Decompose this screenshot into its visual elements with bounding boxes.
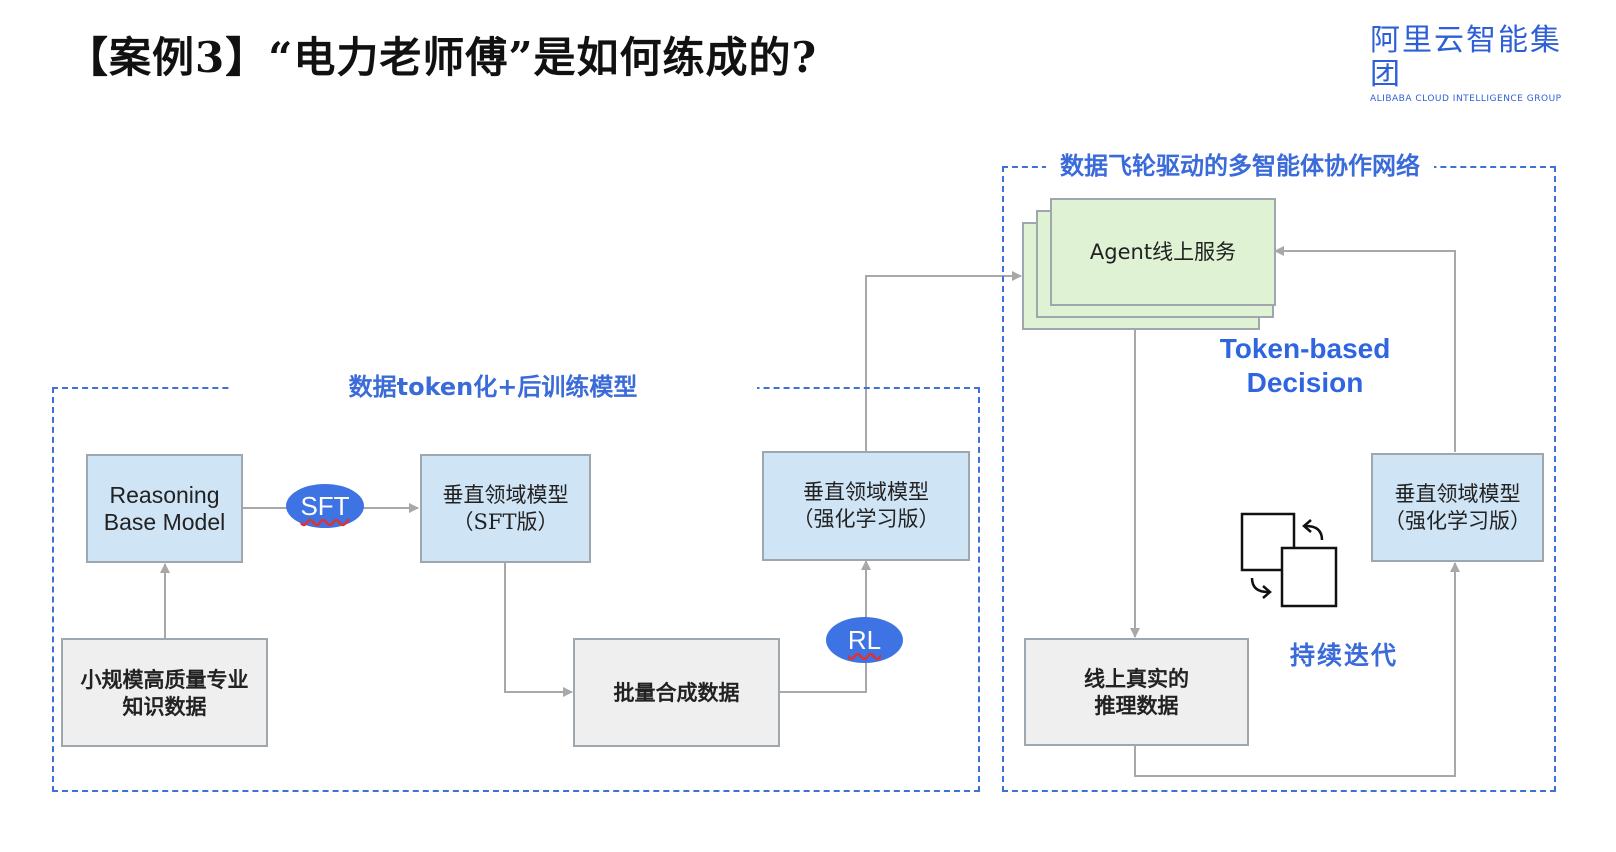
- sft-pill: SFT: [286, 484, 364, 528]
- arrow-sft-to-batch: [504, 562, 573, 697]
- rl-pill: RL: [826, 617, 903, 663]
- arrow-rl-to-agent: [865, 271, 1022, 451]
- vertical-model-rl-label: 垂直领域模型 （强化学习版）: [792, 480, 940, 531]
- right-vertical-model-rl-label: 垂直领域模型 （强化学习版）: [1384, 481, 1531, 533]
- right-panel-label: 数据飞轮驱动的多智能体协作网络: [1046, 151, 1434, 181]
- online-inference-data-box: 线上真实的 推理数据: [1024, 638, 1249, 746]
- token-based-decision-text: Token-based Decision: [1219, 333, 1391, 398]
- reasoning-base-model-box: Reasoning Base Model: [86, 454, 243, 563]
- logo-chinese-text: 阿里云智能集团: [1370, 23, 1562, 92]
- small-quality-data-label: 小规模高质量专业 知识数据: [80, 666, 249, 719]
- continuous-iteration-label: 持续迭代: [1290, 641, 1399, 670]
- right-vertical-model-rl-box: 垂直领域模型 （强化学习版）: [1371, 453, 1544, 562]
- reasoning-base-model-label: Reasoning Base Model: [103, 481, 226, 535]
- arrow-online-to-rl: [1134, 562, 1460, 777]
- token-based-decision-label: Token-based Decision: [1196, 332, 1414, 400]
- batch-synthetic-data-label: 批量合成数据: [613, 680, 740, 705]
- logo-english-text: ALIBABA CLOUD INTELLIGENCE GROUP: [1370, 94, 1562, 104]
- arrow-batch-to-rl: [778, 560, 871, 693]
- small-quality-data-box: 小规模高质量专业 知识数据: [61, 638, 268, 747]
- page-title: 【案例3】“电力老师傅”是如何练成的?: [66, 33, 818, 82]
- company-logo: 阿里云智能集团 ALIBABA CLOUD INTELLIGENCE GROUP: [1370, 23, 1582, 105]
- left-panel-label: 数据token化+后训练模型: [229, 372, 757, 402]
- arrow-rl-to-agent-feedback: [1274, 246, 1456, 452]
- agent-service-label: Agent线上服务: [1089, 239, 1237, 264]
- vertical-model-sft-label: 垂直领域模型 （SFT版）: [442, 482, 569, 534]
- cycle-copy-icon: [1240, 512, 1338, 608]
- online-inference-data-label: 线上真实的 推理数据: [1084, 666, 1189, 718]
- vertical-model-rl-box: 垂直领域模型 （强化学习版）: [762, 451, 970, 561]
- batch-synthetic-data-box: 批量合成数据: [573, 638, 780, 747]
- agent-service-box: Agent线上服务: [1050, 198, 1276, 306]
- vertical-model-sft-box: 垂直领域模型 （SFT版）: [420, 454, 591, 563]
